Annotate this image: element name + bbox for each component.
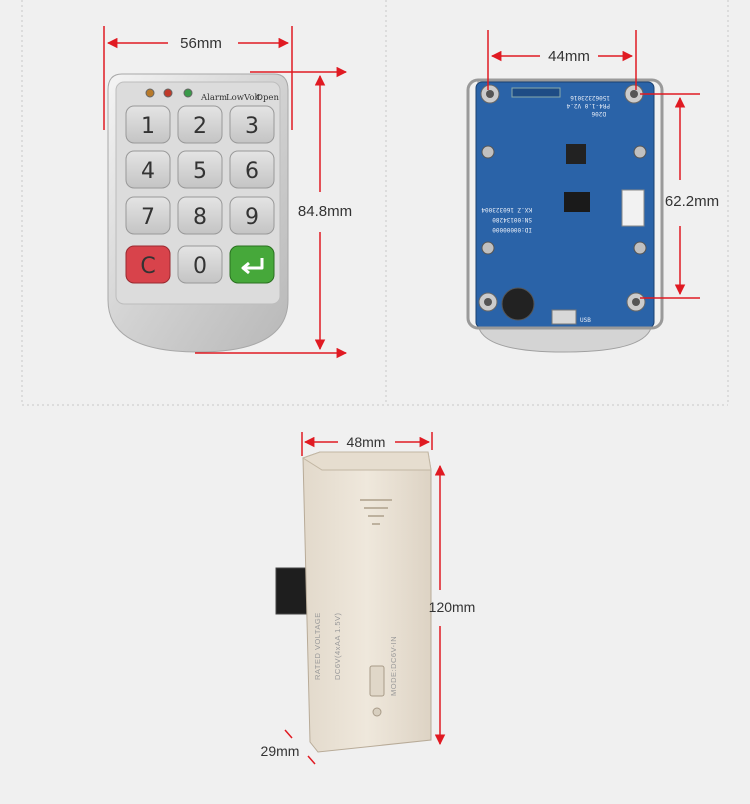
enter-arrow-icon (241, 258, 264, 275)
pcb-label-serial: 15062323016 (570, 94, 610, 101)
key-4[interactable]: 4 (125, 150, 171, 189)
key-8[interactable]: 8 (177, 196, 223, 235)
pcb-label-model: D206 (591, 110, 606, 117)
pcb-label-kx: KX.Z 160323004 (481, 206, 532, 213)
lock-body-view: RATED VOLTAGE DC6V(4xAA 1.5V) MODE:DC6V-… (261, 432, 476, 765)
key-2[interactable]: 2 (177, 105, 223, 144)
svg-text:3: 3 (245, 114, 259, 139)
open-led-icon (183, 88, 193, 98)
signal-icon (360, 499, 392, 525)
key-1[interactable]: 1 (125, 105, 171, 144)
screw-icon (481, 241, 495, 255)
body-depth-tick-top (284, 729, 293, 739)
chip-secondary (566, 144, 586, 164)
port-screw-icon (372, 707, 382, 717)
dc-port-icon (369, 665, 385, 697)
svg-text:2: 2 (193, 114, 207, 139)
ribbon-connector (621, 189, 645, 227)
lock-body-top-face (301, 451, 432, 471)
body-depth-tick-bottom (307, 755, 316, 765)
pcb-height-label: 62.2mm (665, 193, 719, 210)
mount-hole-icon (486, 90, 494, 98)
svg-text:7: 7 (141, 205, 155, 230)
open-label: Open (256, 93, 279, 103)
indicator-row: Alarm LowVolt Open (145, 88, 279, 103)
mount-hole-icon (632, 298, 640, 306)
side-print-dc: DC6V(4xAA 1.5V) (333, 612, 342, 680)
alarm-led-icon (145, 88, 155, 98)
svg-text:C: C (140, 254, 155, 279)
screw-icon (481, 145, 495, 159)
keypad-view: Alarm LowVolt Open 1 2 3 4 5 6 7 8 9 C 0 (103, 26, 352, 359)
body-depth-label: 29mm (261, 743, 300, 759)
lock-body (302, 451, 432, 753)
body-height-label: 120mm (429, 599, 476, 615)
pcb-width-label: 44mm (548, 48, 590, 65)
alarm-label: Alarm (200, 93, 227, 103)
mount-hole-icon (630, 90, 638, 98)
keypad-height-label: 84.8mm (298, 203, 352, 220)
key-0[interactable]: 0 (177, 245, 223, 284)
lowvolt-label: LowVolt (226, 93, 261, 103)
key-cancel[interactable]: C (125, 245, 171, 284)
screw-icon (633, 145, 647, 159)
key-6[interactable]: 6 (229, 150, 275, 189)
pcb-label-version: PR4-1.0 V2.4 (566, 102, 610, 109)
mount-hole-icon (484, 298, 492, 306)
buzzer-icon (501, 287, 535, 321)
header-connector (511, 87, 561, 98)
key-5[interactable]: 5 (177, 150, 223, 189)
chip-main (564, 192, 590, 212)
body-width-label: 48mm (347, 434, 386, 450)
side-print-mode: MODE:DC6V-IN (389, 636, 398, 696)
pcb-view: D206 PR4-1.0 V2.4 15062323016 ID:0000000… (466, 30, 719, 353)
key-enter[interactable] (229, 245, 275, 284)
pcb-label-usb: USB (580, 317, 591, 324)
side-print-rated: RATED VOLTAGE (313, 612, 322, 680)
pcb-label-sn: SN:00134280 (492, 216, 532, 223)
svg-text:5: 5 (193, 159, 207, 184)
screw-icon (633, 241, 647, 255)
key-3[interactable]: 3 (229, 105, 275, 144)
svg-text:8: 8 (193, 205, 207, 230)
lowvolt-led-icon (163, 88, 173, 98)
svg-text:0: 0 (193, 254, 207, 279)
pcb-frame (466, 78, 664, 330)
svg-text:1: 1 (141, 114, 155, 139)
usb-port-icon (551, 309, 577, 325)
keypad-width-label: 56mm (180, 35, 222, 52)
key-7[interactable]: 7 (125, 196, 171, 235)
key-9[interactable]: 9 (229, 196, 275, 235)
svg-text:9: 9 (245, 205, 259, 230)
pcb-label-id: ID:00000000 (492, 226, 532, 233)
keypad-grid: 1 2 3 4 5 6 7 8 9 C 0 (125, 105, 275, 284)
svg-text:4: 4 (141, 159, 155, 184)
svg-text:6: 6 (245, 159, 259, 184)
